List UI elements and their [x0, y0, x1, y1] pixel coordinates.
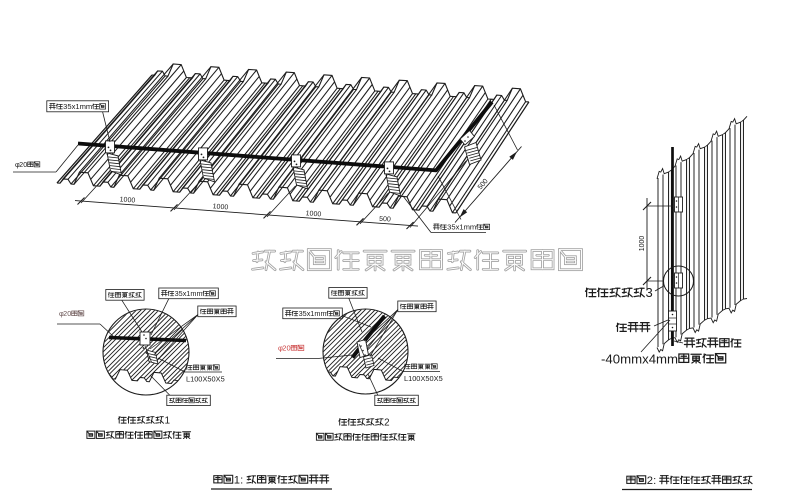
svg-text:X: X — [434, 374, 439, 383]
svg-text:0: 0 — [412, 374, 416, 383]
svg-text:0: 0 — [67, 309, 71, 318]
svg-text:1: 1 — [459, 223, 463, 232]
svg-text:1: 1 — [190, 375, 194, 384]
svg-text:3: 3 — [299, 309, 303, 318]
svg-text:0: 0 — [131, 197, 136, 204]
svg-text:φ: φ — [15, 160, 20, 169]
svg-text:0: 0 — [317, 211, 322, 218]
svg-text:5: 5 — [179, 289, 183, 298]
svg-text:5: 5 — [67, 102, 71, 111]
svg-text:1: 1 — [212, 203, 217, 210]
svg-text:1: 1 — [408, 374, 412, 383]
svg-text:m: m — [464, 223, 470, 232]
svg-text:0: 0 — [482, 178, 490, 186]
svg-text:L: L — [404, 374, 408, 383]
svg-text:3: 3 — [63, 102, 67, 111]
svg-text:5: 5 — [451, 223, 455, 232]
svg-text:3: 3 — [175, 289, 179, 298]
svg-text:m: m — [667, 351, 678, 366]
svg-text:3: 3 — [646, 285, 653, 300]
svg-text:0: 0 — [613, 351, 620, 366]
svg-text:5: 5 — [439, 374, 443, 383]
svg-text:5: 5 — [221, 375, 225, 384]
svg-text:x: x — [183, 289, 187, 298]
svg-text:1: 1 — [639, 247, 646, 251]
svg-text:x: x — [72, 102, 76, 111]
svg-text:4: 4 — [649, 351, 656, 366]
svg-text::: : — [653, 475, 656, 487]
svg-text:L: L — [186, 375, 190, 384]
svg-text:2: 2 — [282, 344, 286, 353]
svg-text:2: 2 — [384, 418, 389, 429]
svg-text:x: x — [456, 223, 460, 232]
svg-text:1: 1 — [119, 196, 124, 203]
svg-text:m: m — [80, 102, 86, 111]
svg-text:X: X — [421, 374, 426, 383]
svg-text:0: 0 — [123, 197, 128, 204]
svg-text:0: 0 — [212, 375, 216, 384]
svg-text:5: 5 — [207, 375, 211, 384]
svg-text:2: 2 — [647, 475, 653, 487]
svg-text:X: X — [203, 375, 208, 384]
svg-text:1: 1 — [165, 416, 171, 427]
svg-text:0: 0 — [639, 243, 646, 247]
svg-text:0: 0 — [639, 236, 646, 240]
svg-text:0: 0 — [639, 240, 646, 244]
svg-text:0: 0 — [220, 204, 225, 211]
svg-text:0: 0 — [194, 375, 198, 384]
svg-text:0: 0 — [313, 211, 318, 218]
svg-text:0: 0 — [198, 375, 202, 384]
svg-text:m: m — [656, 351, 667, 366]
svg-text:m: m — [314, 309, 320, 318]
svg-text:5: 5 — [425, 374, 429, 383]
svg-text:x: x — [642, 351, 649, 366]
svg-text::: : — [240, 475, 243, 487]
svg-text:X: X — [216, 375, 221, 384]
svg-text:5: 5 — [477, 184, 485, 192]
svg-text:0: 0 — [224, 204, 229, 211]
svg-text:0: 0 — [430, 374, 434, 383]
svg-text:-: - — [601, 351, 605, 366]
svg-text:0: 0 — [383, 216, 388, 223]
svg-text:x: x — [307, 309, 311, 318]
svg-text:1: 1 — [305, 210, 310, 217]
svg-text:0: 0 — [287, 344, 291, 353]
svg-text:m: m — [620, 351, 631, 366]
svg-text:m: m — [631, 351, 642, 366]
svg-text:2: 2 — [63, 309, 67, 318]
svg-text:1: 1 — [310, 309, 314, 318]
svg-text:5: 5 — [303, 309, 307, 318]
svg-text:m: m — [321, 309, 327, 318]
svg-text:φ: φ — [59, 309, 64, 318]
svg-text:0: 0 — [216, 204, 221, 211]
svg-text:0: 0 — [479, 181, 487, 189]
svg-text:0: 0 — [309, 211, 314, 218]
svg-text:m: m — [190, 289, 196, 298]
svg-text:1: 1 — [234, 475, 240, 487]
svg-text:0: 0 — [416, 374, 420, 383]
svg-text:m: m — [470, 223, 476, 232]
svg-text:φ: φ — [278, 344, 283, 353]
svg-text:5: 5 — [379, 216, 384, 223]
svg-text:4: 4 — [605, 351, 612, 366]
svg-text:1: 1 — [75, 102, 79, 111]
svg-text:0: 0 — [127, 197, 132, 204]
svg-text:m: m — [197, 289, 203, 298]
svg-text:0: 0 — [23, 160, 27, 169]
svg-text:3: 3 — [447, 223, 451, 232]
svg-text:1: 1 — [186, 289, 190, 298]
svg-text:m: m — [86, 102, 92, 111]
svg-text:0: 0 — [387, 216, 392, 223]
svg-text:2: 2 — [19, 160, 23, 169]
